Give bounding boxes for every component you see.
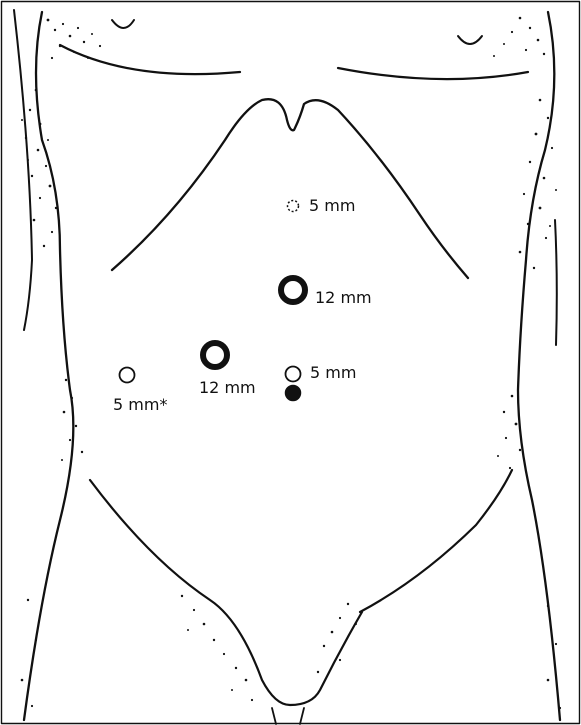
port-right-5mm-alt-marker <box>286 386 301 401</box>
left-breast-fold <box>60 45 240 74</box>
port-left-12mm-label: 12 mm <box>199 380 256 396</box>
left-nipple <box>112 20 134 28</box>
hair-stipple <box>21 17 561 709</box>
right-nipple <box>458 36 482 44</box>
port-upper-5mm-marker <box>288 201 299 212</box>
port-supra-12mm-marker <box>281 278 305 302</box>
port-left-12mm-marker <box>203 343 227 367</box>
right-inguinal-line <box>360 470 512 612</box>
port-upper-5mm-label: 5 mm <box>309 198 355 214</box>
port-lateral-5mm-label: 5 mm* <box>113 397 167 413</box>
port-lateral-5mm-marker <box>120 368 135 383</box>
torso-left-outline <box>24 12 73 720</box>
port-right-5mm-label: 5 mm <box>310 365 356 381</box>
left-inguinal-line <box>90 480 362 705</box>
port-right-5mm-marker <box>286 367 301 382</box>
port-supra-12mm-label: 12 mm <box>315 290 372 306</box>
costal-arch <box>112 99 468 278</box>
left-arm-line <box>14 10 32 330</box>
right-breast-fold <box>338 68 528 79</box>
torso-right-outline <box>518 12 560 720</box>
pubic-mark <box>272 708 304 724</box>
right-arm-line <box>555 220 557 345</box>
